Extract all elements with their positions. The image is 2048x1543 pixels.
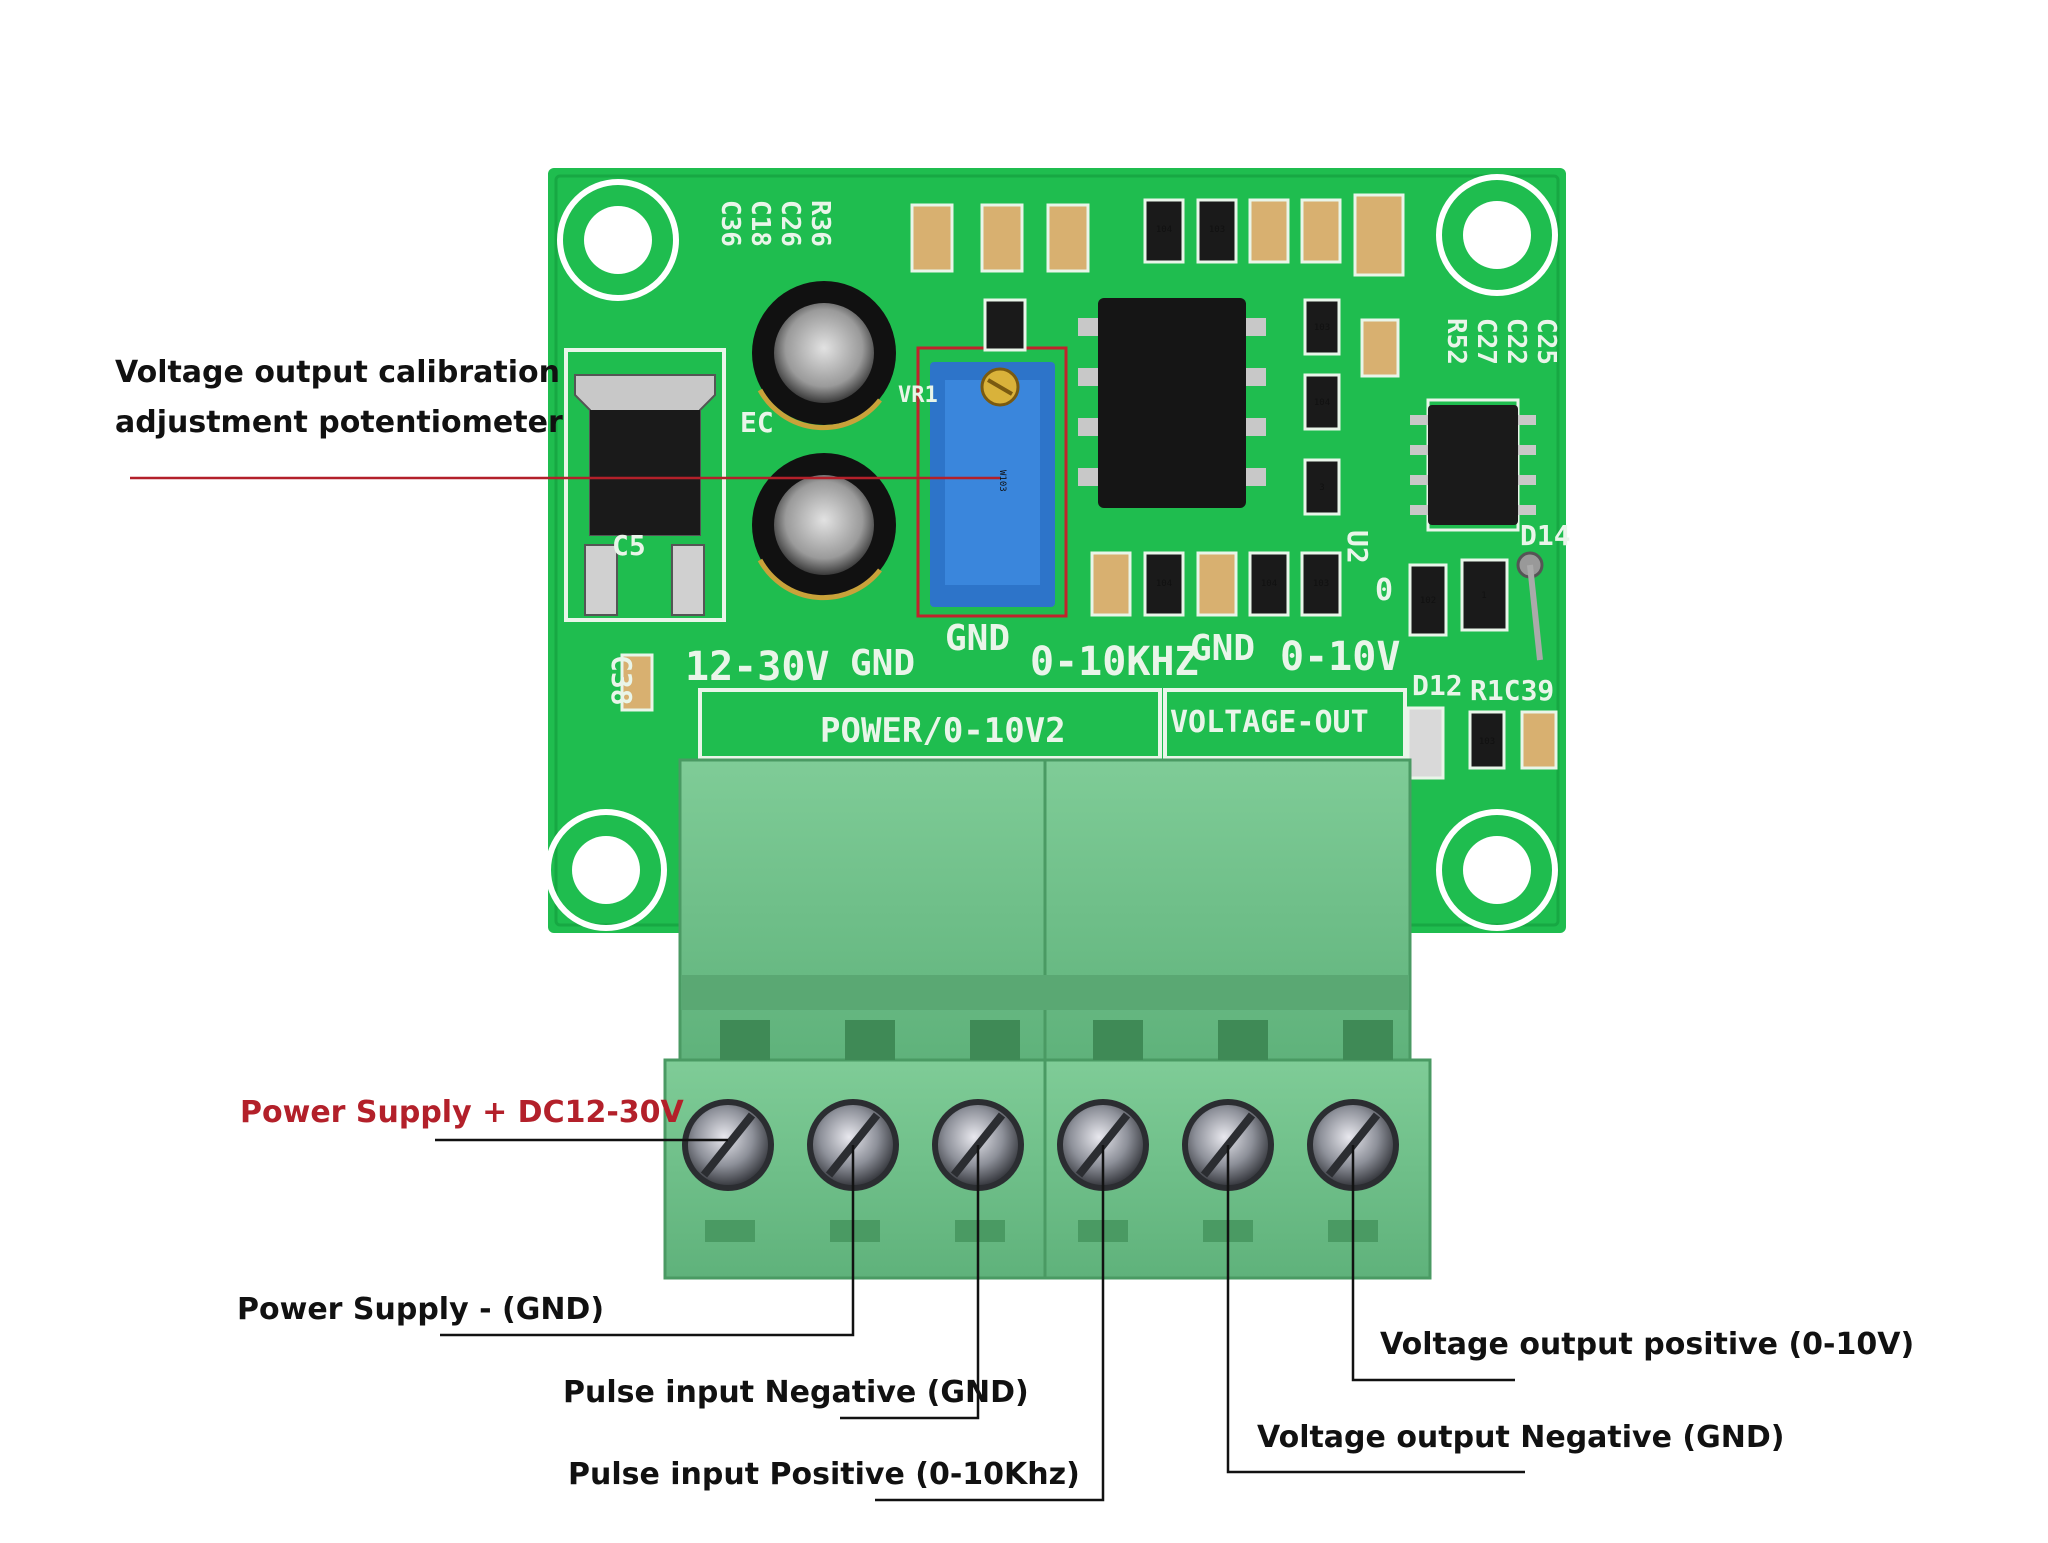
silk-r1c39: R1C39 xyxy=(1470,674,1554,707)
silk-0-10v: 0-10V xyxy=(1280,634,1400,680)
silk-top-right-4: C25 xyxy=(1531,318,1561,365)
label-pulse-positive: Pulse input Positive (0-10Khz) xyxy=(568,1457,1080,1492)
calibration-potentiometer: W103 xyxy=(916,346,1068,618)
pot-mark: W103 xyxy=(997,470,1007,492)
label-power-minus: Power Supply - (GND) xyxy=(237,1292,605,1327)
silk-power: POWER/0-10V2 xyxy=(820,711,1066,751)
silk-c5: C5 xyxy=(612,529,646,562)
leader-power-minus xyxy=(440,1145,855,1337)
silk-top-left-2: C18 xyxy=(745,200,775,247)
silk-top-left-1: C36 xyxy=(715,200,745,247)
silk-gnd: GND xyxy=(945,618,1010,659)
label-pulse-negative: Pulse input Negative (GND) xyxy=(563,1375,1029,1410)
silk-vr1: VR1 xyxy=(898,383,938,408)
smd-label: 3 xyxy=(1319,483,1324,493)
silk-0: 0 xyxy=(1375,573,1393,608)
label-voltage-out-negative: Voltage output Negative (GND) xyxy=(1257,1420,1785,1455)
silk-0-10khz: 0-10KHZ xyxy=(1030,639,1199,685)
mounting-holes xyxy=(545,174,1558,931)
silk-top-left-3: C26 xyxy=(775,200,805,247)
soic-ic xyxy=(1410,398,1536,532)
label-pot-line1: Voltage output calibration xyxy=(115,355,560,390)
smd-label: 102 xyxy=(1420,596,1436,606)
silk-d14: D14 xyxy=(1520,519,1571,552)
smd-label: 104 xyxy=(1156,579,1172,589)
silkscreen-text: 12-30V GND GND 0-10KHZ GND 0-10V POWER/0… xyxy=(605,200,1571,760)
smd-label: 103 xyxy=(1479,737,1495,747)
silk-top-right-3: C22 xyxy=(1501,318,1531,365)
silk-12-30v: 12-30V xyxy=(685,644,830,690)
terminal-block xyxy=(663,758,1432,1280)
smd-label: 104 xyxy=(1314,398,1330,408)
leader-pulse-pos xyxy=(875,1145,1105,1502)
silk-u2: U2 xyxy=(1341,530,1374,564)
label-voltage-out-positive: Voltage output positive (0-10V) xyxy=(1380,1327,1915,1362)
silk-ec: EC xyxy=(740,406,774,439)
label-pot-line2: adjustment potentiometer xyxy=(115,405,563,440)
silk-d12: D12 xyxy=(1412,669,1463,702)
label-power-plus: Power Supply + DC12-30V xyxy=(240,1095,684,1130)
leader-lines xyxy=(130,476,1525,1502)
smd-label: 103 xyxy=(1313,579,1329,589)
smd-label: 103 xyxy=(1209,225,1225,235)
smd-label: 104 xyxy=(1261,579,1277,589)
leader-pulse-neg xyxy=(840,1145,980,1420)
smd-label: 1 xyxy=(1481,591,1486,601)
smd-label: 103 xyxy=(1314,323,1330,333)
silk-c38: C38 xyxy=(605,655,638,706)
silk-top-right-2: C27 xyxy=(1471,318,1501,365)
smd-components: 104 103 103 104 3 104 104 103 102 1 103 xyxy=(620,193,1558,780)
dip-ic xyxy=(1078,298,1266,508)
leader-vout-pos xyxy=(1351,1145,1515,1382)
leader-vout-neg xyxy=(1226,1145,1525,1474)
voltage-regulator xyxy=(564,348,726,622)
silk-top-right-1: R52 xyxy=(1441,318,1471,365)
smd-label: 104 xyxy=(1156,225,1172,235)
electrolytic-capacitors xyxy=(752,281,896,601)
silk-top-left-4: R36 xyxy=(805,200,835,247)
silk-gnd: GND xyxy=(1190,628,1255,669)
silk-gnd: GND xyxy=(850,643,915,684)
silk-voltage-out: VOLTAGE-OUT xyxy=(1170,705,1369,740)
